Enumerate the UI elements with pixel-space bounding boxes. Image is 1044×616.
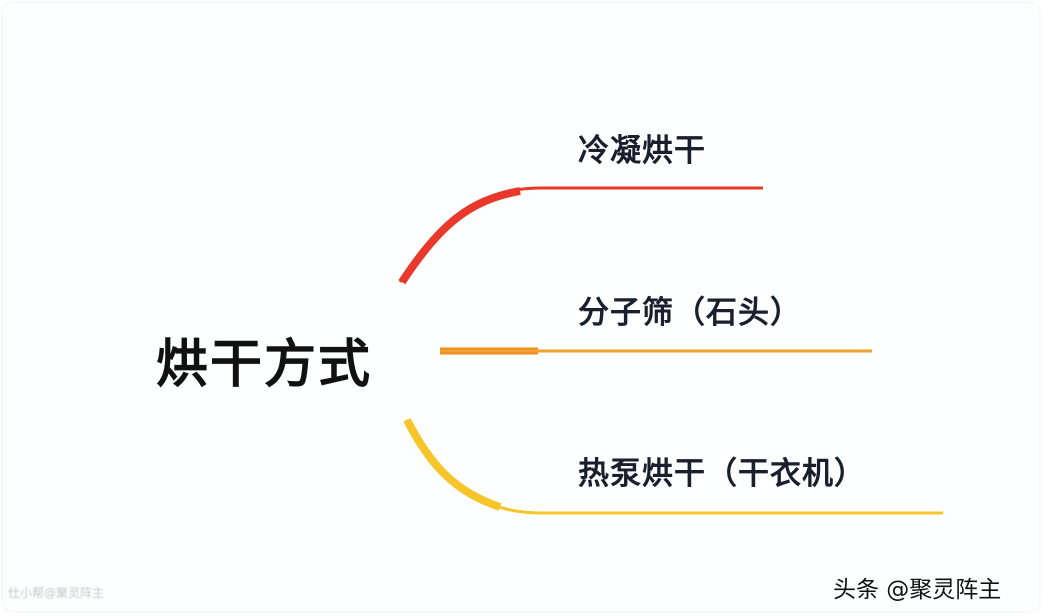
branch-molecular-sieve: 分子筛（石头） [578,295,802,331]
connector-condensing-thick [398,187,521,285]
canvas-frame [3,3,1039,611]
watermark: 仕小帮@聚灵阵主 [8,586,105,600]
connector-heatpump-thick [403,418,502,511]
branch-heat-pump-drying: 热泵烘干（干衣机） [578,456,866,492]
source-credit: 头条 @聚灵阵主 [833,577,1002,603]
root-node: 烘干方式 [156,335,373,395]
connector-condensing [398,186,763,283]
branch-condensing-drying: 冷凝烘干 [578,133,706,169]
